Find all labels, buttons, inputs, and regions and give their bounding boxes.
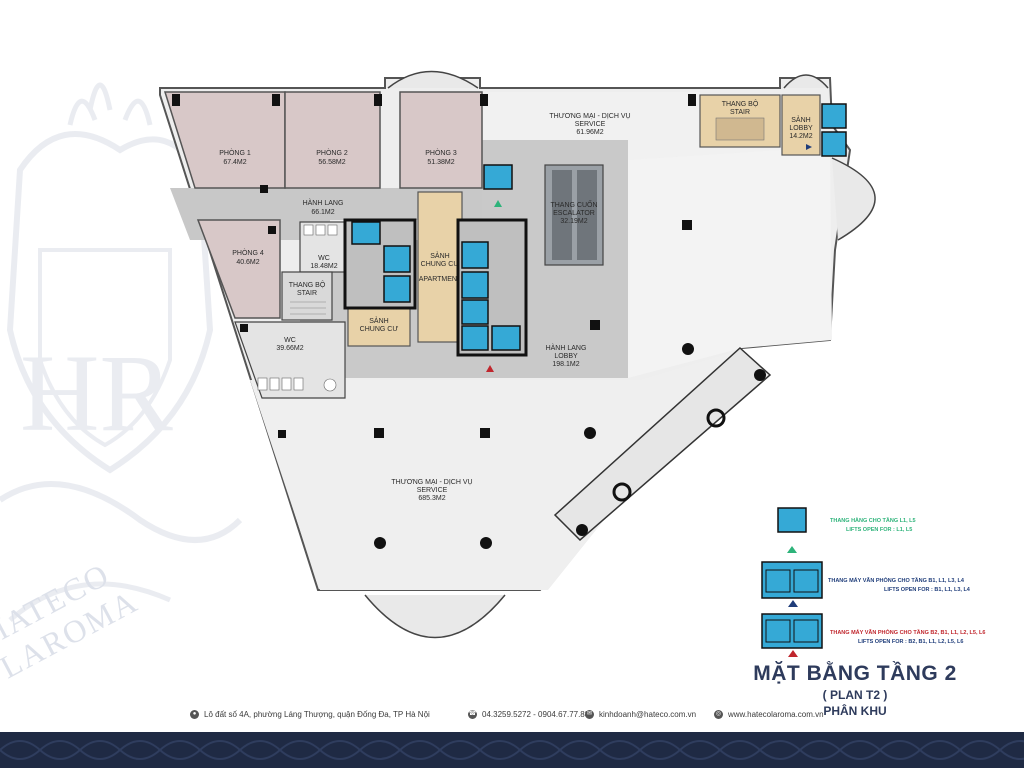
round-columns — [374, 343, 766, 549]
footer-phone-text: 04.3259.5272 - 0904.67.77.88 — [482, 710, 590, 719]
wc-top-area: 18.48M2 — [310, 263, 337, 270]
core-apartment-lobby-small[interactable]: SẢNH CHUNG CƯ — [347, 307, 411, 347]
lobby-sub: LOBBY — [554, 353, 578, 360]
page-subtitle-zone: PHÂN KHU — [823, 704, 887, 718]
legend-blue-line1: THANG MÁY VĂN PHÒNG CHO TẦNG B1, L1, L3,… — [828, 576, 965, 584]
escalator-name: THANG CUỐN — [550, 199, 597, 209]
footer-website-text: www.hatecolaroma.com.vn — [728, 710, 824, 719]
lift-group-top-right[interactable] — [821, 103, 847, 157]
room-wc-top[interactable]: WC 18.48M2 — [299, 221, 349, 273]
hanh-lang-area: 66.1M2 — [311, 209, 334, 216]
footer-website[interactable]: ◎ www.hatecolaroma.com.vn — [714, 710, 824, 719]
lobby-name: HÀNH LANG — [546, 343, 587, 352]
lift-group-right[interactable] — [461, 241, 521, 351]
footer-email-text: kinhdoanh@hateco.com.vn — [599, 710, 697, 719]
escalator[interactable]: THANG CUỐN ESCALATOR 32.19M2 — [544, 164, 604, 266]
lift-freight[interactable] — [483, 164, 513, 190]
lift-freight-marker — [494, 200, 502, 207]
footer-contact: ● Lô đất số 4A, phường Láng Thượng, quận… — [0, 704, 1024, 728]
sanh-lobby-name: SẢNH — [791, 115, 810, 124]
lift-office-marker-red — [486, 365, 494, 372]
bottom-decorative-band — [0, 732, 1024, 768]
page-subtitle-plan: ( PLAN T2 ) — [822, 688, 888, 702]
sanh-lobby[interactable]: SẢNH LOBBY 14.2M2 — [781, 94, 821, 156]
stair-right[interactable]: THANG BỘ STAIR — [699, 94, 781, 148]
band-pattern — [0, 740, 1024, 760]
legend-item-office-red: THANG MÁY VĂN PHÒNG CHO TẦNG B2, B1, L1,… — [761, 613, 985, 657]
wc-bottom-name: WC — [284, 337, 296, 344]
location-icon: ● — [190, 710, 199, 719]
service-main-area: 685.3M2 — [418, 495, 445, 502]
stair-left-name: THANG BỘ — [289, 280, 326, 289]
sanh-lobby-sub: LOBBY — [789, 125, 813, 132]
structural-columns — [172, 94, 696, 438]
sanh-chung-cu-line2: CHUNG CƯ — [421, 261, 460, 268]
lift-group-left[interactable] — [351, 221, 411, 303]
escalator-area: 32.19M2 — [560, 218, 587, 225]
legend-item-office-blue: THANG MÁY VĂN PHÒNG CHO TẦNG B1, L1, L3,… — [761, 561, 971, 607]
room-phong-1[interactable]: PHÒNG 1 67.4M2 — [163, 91, 286, 189]
legend-freight-line2: LIFTS OPEN FOR : L1, L5 — [846, 527, 912, 533]
service-top-sub: SERVICE — [575, 121, 606, 128]
stair-right-sub: STAIR — [730, 109, 750, 116]
hanh-lang-name: HÀNH LANG — [303, 198, 344, 207]
legend-red-line1: THANG MÁY VĂN PHÒNG CHO TẦNG B2, B1, L1,… — [830, 628, 985, 636]
legend-freight-line1: THANG HÀNG CHO TẦNG L1, L5 — [830, 517, 916, 524]
legend-item-freight: THANG HÀNG CHO TẦNG L1, L5 LIFTS OPEN FO… — [777, 507, 916, 553]
legend-red-line2: LIFTS OPEN FOR : B2, B1, L1, L2, L5, L6 — [858, 639, 963, 645]
phong-4-area: 40.6M2 — [236, 259, 259, 266]
phong-2-area: 56.58M2 — [318, 159, 345, 166]
phong-1-area: 67.4M2 — [223, 159, 246, 166]
phong-2-name: PHÒNG 2 — [316, 148, 348, 157]
lobby-area: 198.1M2 — [552, 361, 579, 368]
page-title: MẶT BẰNG TẦNG 2 — [753, 662, 957, 685]
legend: THANG HÀNG CHO TẦNG L1, L5 LIFTS OPEN FO… — [761, 507, 985, 657]
retail-right-floor — [628, 150, 832, 378]
service-main-sub: SERVICE — [417, 487, 448, 494]
sanh-chung-cu-line3: APARTMENT — [419, 276, 462, 283]
bay-window-bottom — [364, 594, 506, 639]
phong-4-name: PHÒNG 4 — [232, 248, 264, 257]
sanh-small-line2: CHUNG CƯ — [360, 326, 399, 333]
bay-window-right — [831, 157, 876, 241]
sanh-chung-cu-line1: SẢNH — [430, 251, 449, 260]
service-main-name: THƯƠNG MẠI - DỊCH VỤ — [391, 479, 472, 486]
footer-phone[interactable]: ☎ 04.3259.5272 - 0904.67.77.88 — [468, 710, 589, 719]
footer-address: ● Lô đất số 4A, phường Láng Thượng, quận… — [190, 710, 430, 719]
watermark-crest: HR — [0, 82, 243, 622]
bay-window-top — [387, 70, 479, 89]
sanh-small-line1: SẢNH — [369, 316, 388, 325]
phong-1-name: PHÒNG 1 — [219, 148, 251, 157]
room-phong-3[interactable]: PHÒNG 3 51.38M2 — [399, 91, 483, 189]
bay-window-top-right — [783, 74, 829, 89]
room-phong-4[interactable]: PHÒNG 4 40.6M2 — [196, 219, 281, 319]
footer-address-text: Lô đất số 4A, phường Láng Thượng, quận Đ… — [204, 710, 430, 719]
globe-icon: ◎ — [714, 710, 723, 719]
stair-left[interactable]: THANG BỘ STAIR — [281, 271, 333, 321]
room-phong-2[interactable]: PHÒNG 2 56.58M2 — [284, 91, 381, 189]
service-top-name: THƯƠNG MẠI - DỊCH VỤ — [549, 113, 630, 120]
stair-left-sub: STAIR — [297, 290, 317, 297]
phong-3-area: 51.38M2 — [427, 159, 454, 166]
watermark-monogram: HR — [20, 332, 173, 454]
sanh-lobby-area: 14.2M2 — [789, 133, 812, 140]
escalator-sub: ESCALATOR — [553, 210, 595, 217]
stair-right-name: THANG BỘ — [722, 99, 759, 108]
wc-top-name: WC — [318, 255, 330, 262]
wc-bottom-area: 39.66M2 — [276, 345, 303, 352]
legend-blue-line2: LIFTS OPEN FOR : B1, L1, L3, L4 — [884, 587, 971, 593]
core-apartment-lobby[interactable]: SẢNH CHUNG CƯ APARTMENT — [417, 191, 463, 343]
retail-main-floor — [250, 350, 740, 590]
phone-icon: ☎ — [468, 710, 477, 719]
room-wc-bottom[interactable]: WC 39.66M2 — [234, 321, 346, 399]
email-icon: ✉ — [585, 710, 594, 719]
footer-email[interactable]: ✉ kinhdoanh@hateco.com.vn — [585, 710, 696, 719]
phong-3-name: PHÒNG 3 — [425, 148, 457, 157]
service-top-area: 61.96M2 — [576, 129, 603, 136]
diagonal-bay — [553, 346, 772, 542]
